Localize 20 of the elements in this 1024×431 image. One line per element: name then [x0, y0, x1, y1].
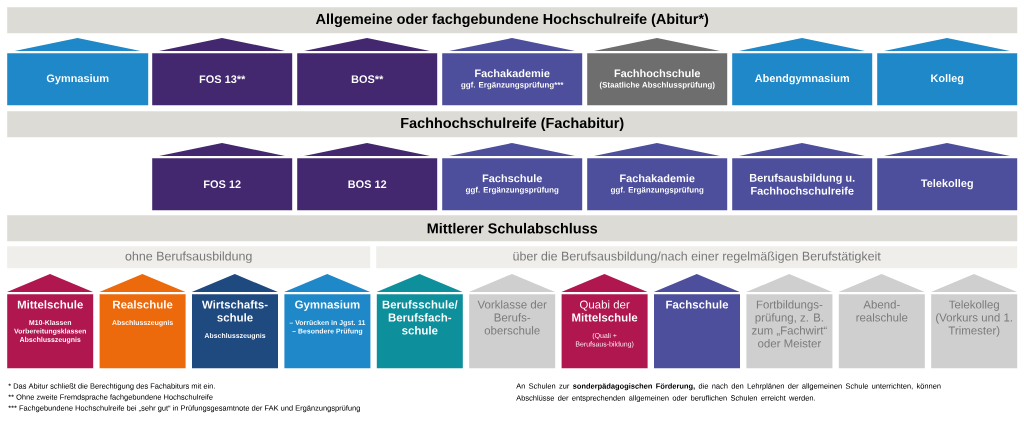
school-box: Telekolleg (Vorkurs und 1. Trimester) — [931, 274, 1018, 369]
heading-band: Mittlerer Schulabschluss — [7, 215, 1018, 242]
school-box: FOS 12 — [152, 143, 293, 211]
subheading-band: ohne Berufsausbildung — [7, 246, 371, 269]
school-box: Abend-realschule — [838, 274, 925, 369]
school-box: Berufsausbildung u. Fachhochschulreife — [732, 143, 873, 211]
school-box: Abendgymnasium — [732, 38, 873, 106]
school-box: Berufsschule/ Berufsfach-schule — [376, 274, 463, 369]
school-box: Telekolleg — [877, 143, 1018, 211]
school-box: FOS 13** — [152, 38, 293, 106]
school-box: BOS 12 — [297, 143, 438, 211]
school-box: Fortbildungs-prüfung, z. B. zum „Fachwirt“ oder Meister — [746, 274, 833, 369]
school-box: Vorklasse der Berufs-oberschule — [469, 274, 556, 369]
school-box: Gymnasium — [7, 38, 149, 106]
heading-band: Allgemeine oder fachgebundene Hochschulreife (Abitur*) — [7, 7, 1018, 34]
school-box: Kolleg — [877, 38, 1018, 106]
school-box: BOS** — [297, 38, 438, 106]
subheading-band: über die Berufsausbildung/nach einer regelmäßigen Berufstätigkeit — [376, 246, 1018, 269]
school-box: Fachschule — [653, 274, 740, 369]
heading-band: Fachhochschulreife (Fachabitur) — [7, 111, 1018, 138]
